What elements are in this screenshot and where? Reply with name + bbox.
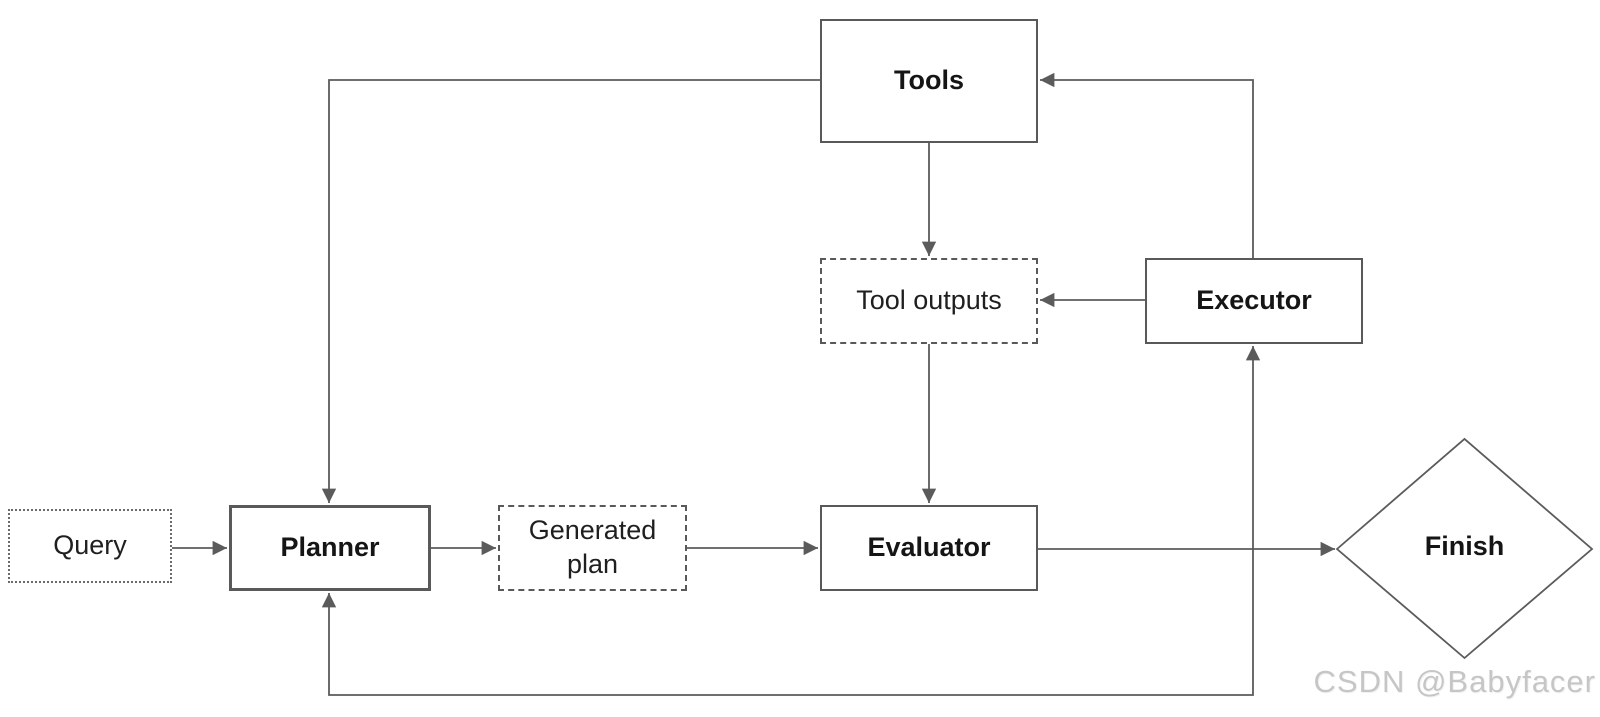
edge-executor-to-tools <box>1040 72 1254 258</box>
node-tool-outputs: Tool outputs <box>820 258 1038 344</box>
edge-feedback-loop-to-planner <box>321 549 1254 696</box>
node-generated-plan: Generated plan <box>498 505 687 591</box>
node-planner: Planner <box>229 505 431 591</box>
node-tools: Tools <box>820 19 1038 143</box>
node-tool-outputs-label: Tool outputs <box>856 285 1002 316</box>
node-generated-plan-label: Generated plan <box>528 515 657 579</box>
node-query: Query <box>8 509 172 583</box>
node-evaluator: Evaluator <box>820 505 1038 591</box>
edge-tools-to-planner <box>321 79 820 503</box>
node-finish-label: Finish <box>1424 531 1505 561</box>
node-executor-label: Executor <box>1196 285 1312 316</box>
node-executor: Executor <box>1145 258 1363 344</box>
node-query-label: Query <box>53 530 127 561</box>
node-evaluator-label: Evaluator <box>867 532 991 563</box>
node-planner-label: Planner <box>280 532 380 563</box>
finish-diamond-shape <box>1335 437 1594 660</box>
watermark: CSDN @Babyfacer <box>1313 664 1596 699</box>
node-tools-label: Tools <box>894 65 964 96</box>
